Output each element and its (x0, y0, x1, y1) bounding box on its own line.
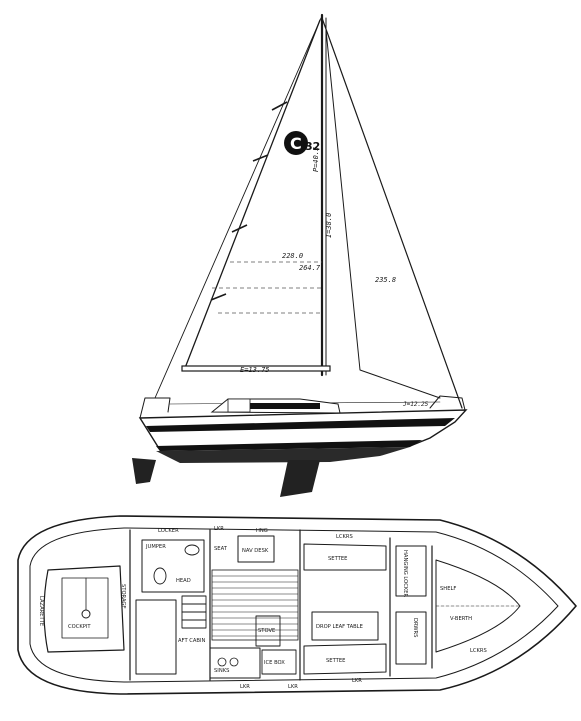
logo-letter: C (290, 134, 302, 153)
boom (181, 365, 331, 372)
label-storage: STORAGE (120, 584, 126, 609)
label-drawers: DRWRS (412, 618, 418, 637)
label-lazarette: LAZARETTE (38, 596, 44, 626)
main-leech (184, 19, 321, 369)
jib (325, 29, 441, 399)
head-sink-icon (184, 544, 200, 556)
cabin-sole-planking (212, 575, 298, 637)
stern-pulpit (139, 397, 171, 419)
drop-leaf-table (311, 611, 379, 641)
sink-icon-2 (229, 657, 239, 667)
label-jumper: JUMPER (145, 544, 166, 550)
label-locker: LOCKER (158, 528, 179, 534)
label-lockers-top: LCKRS (336, 534, 353, 540)
forestay (321, 17, 463, 409)
label-hanging: HNG (256, 528, 268, 534)
keel (280, 460, 320, 497)
cockpit-sole (61, 577, 109, 639)
v-berth (435, 559, 521, 653)
dim-j-label: J=12.25 (402, 401, 429, 408)
underbody (156, 447, 410, 463)
dim-228-label: 228.0 (282, 252, 303, 260)
dimension-lines (212, 261, 322, 314)
label-drop-leaf-table: DROP LEAF TABLE (316, 624, 363, 630)
aft-cabin-berth (135, 599, 177, 675)
label-nav-desk: NAV DESK (242, 548, 269, 554)
hanging-locker (395, 545, 427, 597)
label-lkr: LKR (214, 526, 224, 532)
label-stove: STOVE (258, 628, 275, 634)
galley-counter (209, 647, 261, 679)
dim-i-label: I=38.0 (325, 213, 333, 238)
label-settee-bottom: SETTEE (326, 658, 345, 664)
label-lkr-bottom-1: LKR (240, 684, 250, 690)
hull-profile (132, 395, 468, 497)
cabin-windows (250, 403, 320, 409)
companionway (227, 398, 251, 413)
battens (210, 101, 288, 301)
dim-p-label: P=40.5 (312, 147, 320, 172)
label-hanging-locker: HANGING LOCKER (402, 550, 408, 598)
bulkheads (129, 529, 433, 681)
label-lockers-bottom: LCKRS (470, 648, 487, 654)
settee-port (303, 643, 387, 675)
label-seat: SEAT (214, 546, 228, 552)
forward-lockers (395, 611, 427, 665)
cockpit-well (43, 565, 125, 653)
label-shelf: SHELF (440, 586, 456, 592)
settee-starboard (303, 543, 387, 571)
dim-264-label: 264.7 (299, 264, 321, 272)
class-logo-icon (284, 131, 308, 155)
nav-desk (237, 535, 275, 563)
label-lkr-bottom-2: LKR (288, 684, 298, 690)
boot-stripe (156, 440, 422, 451)
toilet-icon (153, 567, 167, 585)
dim-e-label: E=13.75 (240, 366, 270, 374)
label-lkr-bottom-3: LKR (352, 678, 362, 684)
label-v-berth: V-BERTH (450, 616, 472, 622)
sheer-stripe (146, 418, 455, 432)
deck-outline (17, 515, 577, 695)
label-head: HEAD (176, 578, 191, 584)
stove-icon (255, 615, 281, 647)
binnacle-icon (81, 609, 91, 619)
label-settee-top: SETTEE (328, 556, 347, 562)
label-sinks: SINKS (214, 668, 229, 674)
companionway-steps (181, 595, 207, 629)
dim-235-label: 235.8 (375, 276, 396, 284)
rudder (132, 458, 156, 484)
logo-number: 32 (305, 140, 320, 153)
interior-plan: LOCKER LKR HNG LCKRS JUMPER SEAT NAV DES… (17, 515, 577, 695)
backstay (154, 17, 322, 399)
ice-box (261, 649, 297, 675)
label-cockpit: COCKPIT (68, 624, 91, 630)
cabin-sole (211, 569, 299, 641)
head-compartment (141, 539, 205, 593)
label-aft-cabin: AFT CABIN (178, 638, 206, 644)
sink-icon (217, 657, 227, 667)
sail-plan: C 32 P=40.5 I=38.0 228.0 264.7 235.8 E=1… (154, 13, 463, 409)
label-ice-box: ICE BOX (264, 660, 285, 666)
hull-liner (29, 527, 559, 683)
